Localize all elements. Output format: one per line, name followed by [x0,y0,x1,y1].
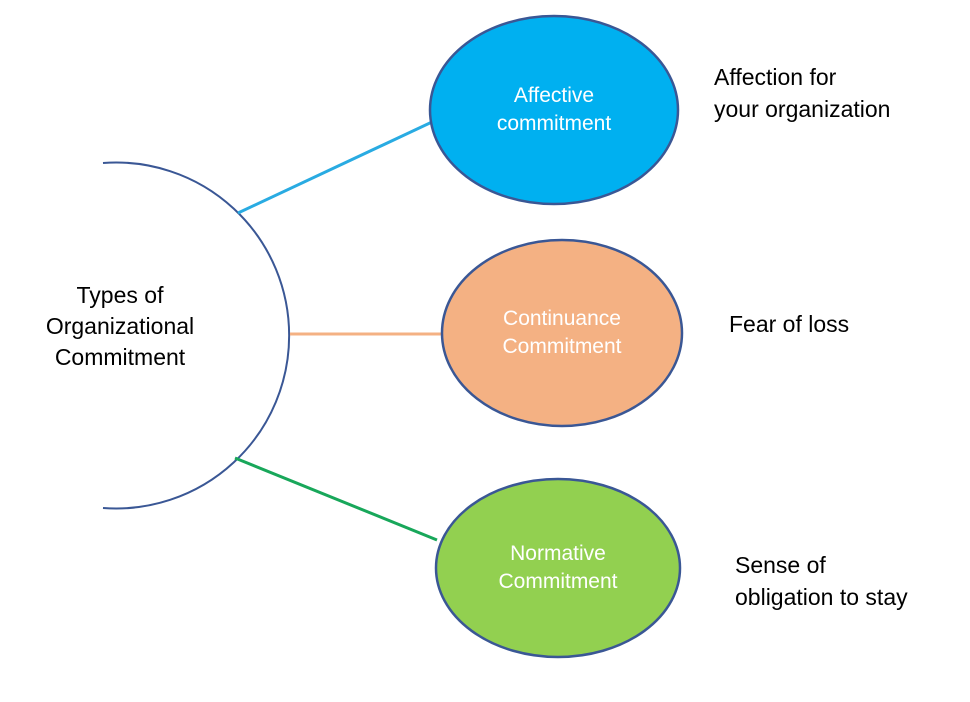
note-continuance: Fear of loss [729,311,850,337]
types-brace-arc [102,161,291,510]
connector-line-affective [237,120,433,215]
note-normative: Sense of obligation to stay [735,552,908,610]
ellipse-affective [428,14,680,206]
ellipse-normative [434,477,682,659]
ellipse-continuance [440,238,684,428]
note-affective: Affection for your organization [714,64,891,122]
diagram-title: Types of Organizational Commitment [45,282,195,370]
connector-line-normative [234,456,438,542]
